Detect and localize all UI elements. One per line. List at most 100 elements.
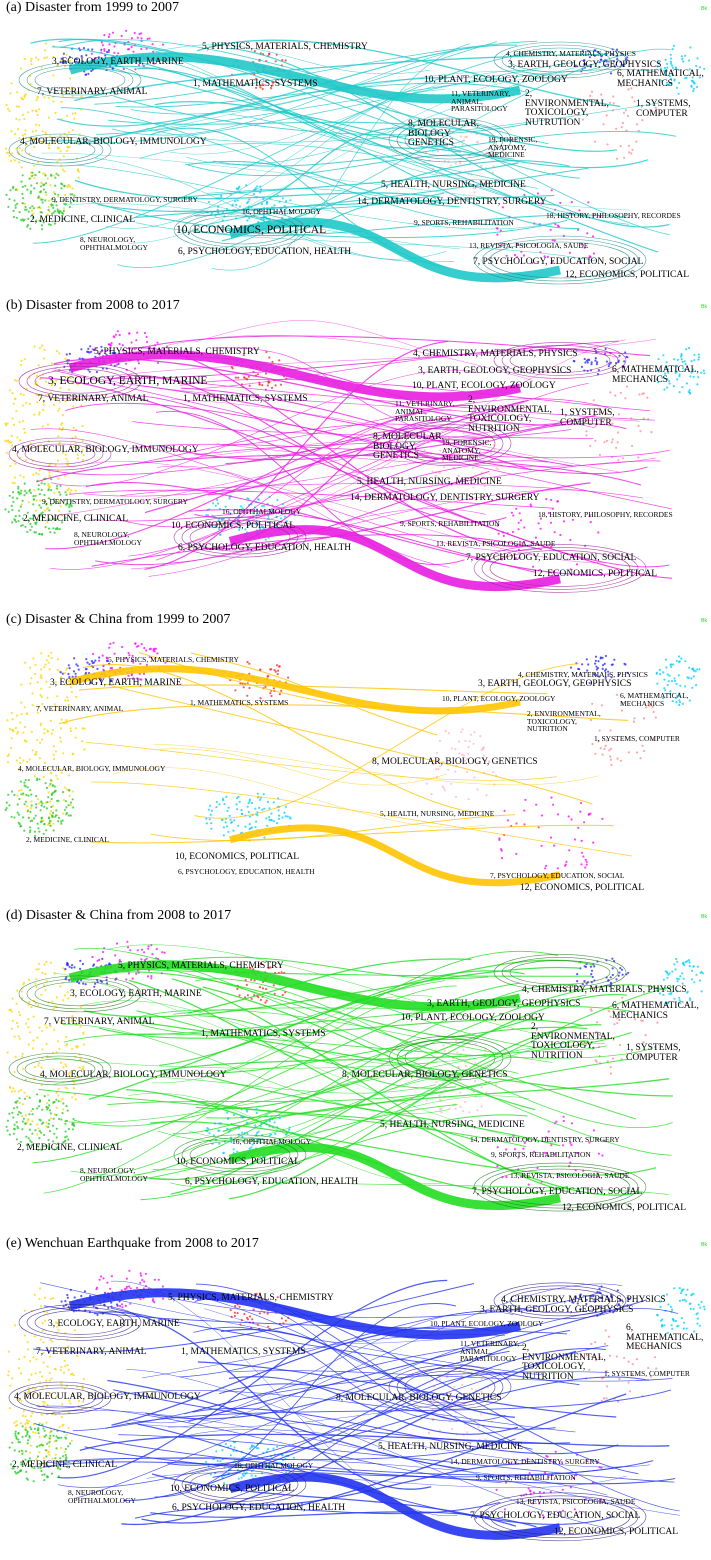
map-label: 2, MEDICINE, CLINICAL <box>26 835 109 844</box>
map-label: 4, CHEMISTRY, MATERIALS, PHYSICS <box>506 49 636 58</box>
corner-mark: Bk <box>701 1242 707 1248</box>
map-label: 9, SPORTS, REHABILITATION <box>476 1473 576 1482</box>
map-label: 7, PSYCHOLOGY, EDUCATION, SOCIAL <box>490 871 625 880</box>
map-label: 10, PLANT, ECOLOGY, ZOOLOGY <box>412 381 556 391</box>
map-label: 5, HEALTH, NURSING, MEDICINE <box>378 1442 523 1452</box>
panel-title: (b) Disaster from 2008 to 2017 <box>6 298 180 313</box>
panel-d: (d) Disaster & China from 2008 to 2017 B… <box>0 908 711 1230</box>
citation-links <box>33 1279 680 1540</box>
panel-e: (e) Wenchuan Earthquake from 2008 to 201… <box>0 1236 711 1560</box>
map-label: 2, MEDICINE, CLINICAL <box>12 1460 118 1470</box>
map-label: 5, PHYSICS, MATERIALS, CHEMISTRY <box>118 961 284 971</box>
map-label: 1, MATHEMATICS, SYSTEMS <box>193 79 318 89</box>
map-label: 9, SPORTS, REHABILITATION <box>400 519 500 528</box>
map-label: 3, EARTH, GEOLOGY, GEOPHYSICS <box>508 60 662 70</box>
map-label: 13, REVISTA, PSICOLOGIA, SAUDE <box>510 1171 630 1180</box>
map-label: 3, ECOLOGY, EARTH, MARINE <box>48 375 208 387</box>
map-label: 11, VETERINARY, ANIMAL, PARASITOLOGY <box>460 1339 520 1363</box>
map-label: 14, DERMATOLOGY, DENTISTRY, SURGERY <box>350 493 540 503</box>
corner-mark: Bk <box>701 6 707 12</box>
map-label: 3, EARTH, GEOLOGY, GEOPHYSICS <box>480 1305 634 1315</box>
map-label: 6, MATHEMATICAL, MECHANICS <box>617 69 704 89</box>
map-label: 7, PSYCHOLOGY, EDUCATION, SOCIAL <box>473 257 644 267</box>
map-label: 1, MATHEMATICS, SYSTEMS <box>190 698 289 707</box>
scatter-dots <box>4 330 706 573</box>
map-label: 6, PSYCHOLOGY, EDUCATION, HEALTH <box>172 1503 346 1513</box>
map-label: 6, PSYCHOLOGY, EDUCATION, HEALTH <box>178 867 315 876</box>
map-label: 8, NEUROLOGY, OPHTHALMOLOGY <box>68 1488 136 1505</box>
map-label: 4, MOLECULAR, BIOLOGY, IMMUNOLOGY <box>12 445 199 455</box>
panel-a-overlay <box>4 29 706 285</box>
map-label: 2, MEDICINE, CLINICAL <box>17 1143 123 1153</box>
map-label: 4, CHEMISTRY, MATERIALS, PHYSICS <box>413 349 578 359</box>
map-label: 6, MATHEMATICAL, MECHANICS <box>612 1001 699 1021</box>
map-label: 1, SYSTEMS, COMPUTER <box>626 1043 681 1063</box>
map-label: 12, ECONOMICS, POLITICAL <box>565 270 690 280</box>
map-label: 5, PHYSICS, MATERIALS, CHEMISTRY <box>168 1293 334 1303</box>
map-label: 16, OPHTHALMOLOGY <box>222 507 302 516</box>
map-label: 5, HEALTH, NURSING, MEDICINE <box>357 477 502 487</box>
map-label: 13, REVISTA, PSICOLOGIA, SAUDE <box>469 241 589 250</box>
map-label: 1, SYSTEMS, COMPUTER <box>636 99 691 119</box>
map-label: 4, MOLECULAR, BIOLOGY, IMMUNOLOGY <box>18 764 166 773</box>
map-label: 16, OPHTHALMOLOGY <box>234 1461 314 1470</box>
map-label: 8, MOLECULAR, BIOLOGY, GENETICS <box>336 1393 502 1403</box>
map-label: 19, FORENSIC, ANATOMY, MEDICINE <box>442 438 492 462</box>
map-label: 1, SYSTEMS, COMPUTER <box>560 408 615 428</box>
map-label: 3, ECOLOGY, EARTH, MARINE <box>52 57 184 67</box>
panel-a: (a) Disaster from 1999 to 2007 Bk 3, ECO… <box>0 0 711 300</box>
map-label: 10, PLANT, ECOLOGY, ZOOLOGY <box>430 1319 544 1328</box>
scatter-dots <box>4 641 701 870</box>
map-label: 7, VETERINARY, ANIMAL <box>36 704 124 713</box>
map-label: 18, HISTORY, PHILOSOPHY, RECORDES <box>538 510 673 519</box>
map-label: 5, PHYSICS, MATERIALS, CHEMISTRY <box>202 42 368 52</box>
map-label: 7, PSYCHOLOGY, EDUCATION, SOCIAL <box>472 1187 643 1197</box>
map-label: 5, HEALTH, NURSING, MEDICINE <box>380 809 495 818</box>
map-label: 12, ECONOMICS, POLITICAL <box>520 883 645 893</box>
map-label: 4, MOLECULAR, BIOLOGY, IMMUNOLOGY <box>20 137 207 147</box>
map-label: 12, ECONOMICS, POLITICAL <box>554 1527 679 1537</box>
cluster-rings <box>8 1282 647 1542</box>
map-label: 5, HEALTH, NURSING, MEDICINE <box>381 180 526 190</box>
map-label: 3, ECOLOGY, EARTH, MARINE <box>48 1319 180 1329</box>
map-label: 6, PSYCHOLOGY, EDUCATION, HEALTH <box>185 1177 359 1187</box>
map-label: 4, CHEMISTRY, MATERIALS, PHYSICS <box>522 985 687 995</box>
map-label: 1, MATHEMATICS, SYSTEMS <box>181 1347 306 1357</box>
map-label: 10, ECONOMICS, POLITICAL <box>176 224 327 236</box>
panel-title: (c) Disaster & China from 1999 to 2007 <box>6 612 231 627</box>
panel-title: (e) Wenchuan Earthquake from 2008 to 201… <box>6 1236 259 1251</box>
panel-title: (d) Disaster & China from 2008 to 2017 <box>6 908 232 923</box>
map-label: 4, CHEMISTRY, MATERIALS, PHYSICS <box>518 670 648 679</box>
map-label: 2, ENVIRONMENTAL, TOXICOLOGY, NUTRUTION <box>525 89 609 128</box>
map-label: 5, PHYSICS, MATERIALS, CHEMISTRY <box>94 347 260 357</box>
map-label: 8, MOLECULAR, BIOLOGY, GENETICS <box>342 1070 508 1080</box>
map-label: 9, DENTISTRY, DERMATOLOGY, SURGERY <box>42 497 188 506</box>
cluster-rings <box>8 954 647 1212</box>
map-label: 6, MATHEMATICAL, MECHANICS <box>620 691 689 708</box>
map-label: 4, MOLECULAR, BIOLOGY, IMMUNOLOGY <box>40 1070 227 1080</box>
panel-e-overlay <box>7 1269 706 1542</box>
map-label: 6, PSYCHOLOGY, EDUCATION, HEALTH <box>178 543 352 553</box>
map-label: 3, EARTH, GEOLOGY, GEOPHYSICS <box>478 679 632 689</box>
map-label: 9, DENTISTRY, DERMATOLOGY, SURGERY <box>52 195 198 204</box>
map-label: 9, SPORTS, REHABILITATION <box>491 1150 591 1159</box>
map-label: 2, ENVIRONMENTAL, TOXICOLOGY, NUTRITION <box>522 1343 606 1382</box>
map-label: 19, FORENSIC, ANATOMY, MEDICINE <box>488 135 538 159</box>
map-label: 10, ECONOMICS, POLITICAL <box>176 1157 301 1167</box>
map-label: 3, ECOLOGY, EARTH, MARINE <box>70 989 202 999</box>
map-label: 10, PLANT, ECOLOGY, ZOOLOGY <box>442 694 556 703</box>
map-label: 16, OPHTHALMOLOGY <box>232 1137 312 1146</box>
scatter-dots <box>5 940 705 1186</box>
map-label: 13, REVISTA, PSICOLOGIA, SAUDE <box>516 1497 636 1506</box>
scatter-dots <box>4 29 706 265</box>
map-label: 7, PSYCHOLOGY, EDUCATION, SOCIAL <box>466 553 637 563</box>
map-label: 10, ECONOMICS, POLITICAL <box>170 1484 295 1494</box>
map-label: 9, SPORTS, REHABILITATION <box>414 218 514 227</box>
citation-links <box>30 320 672 592</box>
panel-b-overlay <box>4 320 706 593</box>
map-label: 2, ENVIRONMENTAL, TOXICOLOGY, NUTRITION <box>468 395 552 434</box>
map-label: 4, CHEMISTRY, MATERIALS, PHYSICS <box>501 1295 666 1305</box>
panel-title: (a) Disaster from 1999 to 2007 <box>6 0 180 15</box>
map-label: 14, DERMATOLOGY, DENTISTRY, SURGERY <box>470 1135 620 1144</box>
map-label: 8, MOLECULAR, BIOLOGY, GENETICS <box>373 432 444 461</box>
